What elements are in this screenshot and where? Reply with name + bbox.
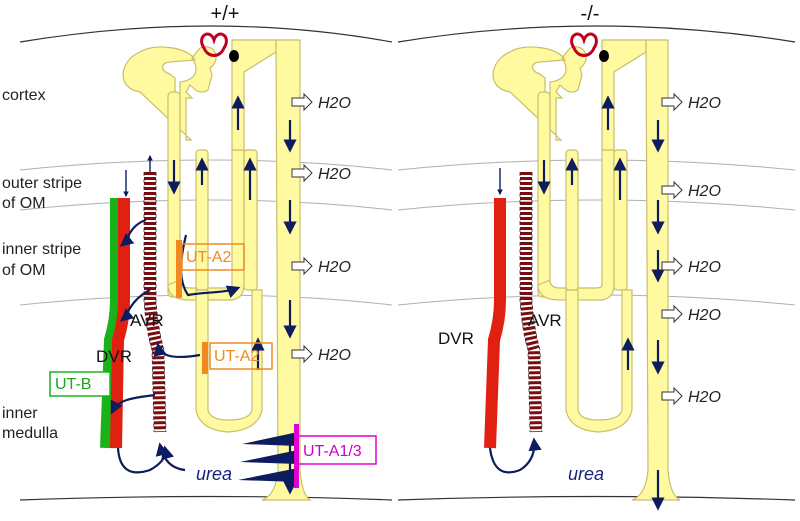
ut-a2-label-box bbox=[181, 243, 245, 271]
water-efflux-arrows bbox=[661, 92, 683, 406]
water-label: H2O bbox=[318, 95, 351, 112]
glomerulus bbox=[570, 32, 609, 62]
ut-a2-label: UT-A2 bbox=[214, 348, 259, 365]
ascending-limb-2 bbox=[243, 149, 258, 291]
water-label: H2O bbox=[688, 183, 721, 200]
ut-a13-label-box bbox=[297, 435, 377, 465]
distal-convolution bbox=[231, 39, 277, 151]
descending-vasa-recta bbox=[484, 198, 506, 449]
avr-label: AVR bbox=[528, 311, 562, 330]
water-efflux-arrows bbox=[291, 92, 313, 364]
urea-efflux-triangles bbox=[238, 432, 298, 482]
water-label: H2O bbox=[318, 259, 351, 276]
outer-stripe-boundary-line bbox=[19, 199, 393, 211]
water-label: H2O bbox=[688, 259, 721, 276]
tubule-flow-arrows bbox=[167, 95, 297, 495]
ut-a13-label: UT-A1/3 bbox=[303, 443, 362, 460]
long-loop bbox=[195, 289, 263, 433]
kidney-surface-line bbox=[397, 25, 796, 43]
cortex-boundary-line bbox=[19, 159, 393, 171]
water-label: H2O bbox=[318, 166, 351, 183]
zone-label-cortex: cortex bbox=[2, 87, 46, 104]
panel-title-wildtype: +/+ bbox=[211, 3, 240, 25]
zone-label-inner-stripe: inner stripe bbox=[2, 241, 81, 258]
ascending-vasa-recta bbox=[520, 172, 542, 433]
ascending-vasa-recta bbox=[144, 172, 166, 433]
ut-a2-transporter-bar bbox=[176, 240, 182, 298]
avr-label: AVR bbox=[130, 311, 164, 330]
dvr-label: DVR bbox=[438, 329, 474, 348]
outer-stripe-boundary-line bbox=[397, 199, 796, 211]
urea-recycling-arrows bbox=[488, 437, 542, 474]
papilla-line bbox=[19, 495, 393, 501]
ut-b-label: UT-B bbox=[55, 376, 91, 393]
ut-a2-transporter-bar bbox=[202, 342, 208, 374]
cortex-boundary-line bbox=[397, 159, 796, 171]
water-label: H2O bbox=[318, 347, 351, 364]
tubule-flow-arrows bbox=[537, 95, 665, 511]
long-loop bbox=[565, 289, 633, 433]
ascending-limb-2 bbox=[613, 149, 628, 291]
ascending-vasa-recta-outline bbox=[519, 172, 543, 433]
ut-b-label-box bbox=[49, 371, 111, 397]
panel-title-knockout: -/- bbox=[581, 3, 600, 25]
distal-convolution bbox=[601, 39, 647, 151]
knockout-panel: -/- bbox=[397, 3, 796, 511]
water-label: H2O bbox=[688, 95, 721, 112]
zone-label-outer-stripe-om: of OM bbox=[2, 195, 46, 212]
dvr-label: DVR bbox=[96, 347, 132, 366]
nephron-tubules bbox=[492, 39, 681, 501]
nephron-tubules bbox=[122, 39, 313, 501]
vessel-flow-arrows bbox=[123, 154, 153, 198]
ut-a2-label: UT-A2 bbox=[186, 249, 231, 266]
glomerulus bbox=[200, 32, 239, 62]
urea-label: urea bbox=[196, 464, 232, 484]
water-label: H2O bbox=[688, 389, 721, 406]
ut-a2-label-box bbox=[209, 342, 273, 370]
wildtype-panel: +/+ cortex outer stripe of OM inner stri… bbox=[2, 3, 393, 501]
zone-label-inner-medulla: inner bbox=[2, 405, 38, 422]
ut-a13-transporter-bar bbox=[294, 424, 299, 488]
descending-limb-short bbox=[537, 91, 551, 298]
urea-label: urea bbox=[568, 464, 604, 484]
papilla-line bbox=[397, 495, 796, 501]
zone-label-outer-stripe: outer stripe bbox=[2, 175, 82, 192]
kidney-surface-line bbox=[19, 25, 393, 43]
urea-recycling-arrows bbox=[110, 218, 241, 474]
zone-label-inner-medulla-2: medulla bbox=[2, 425, 58, 442]
water-label: H2O bbox=[688, 307, 721, 324]
zone-label-inner-stripe-om: of OM bbox=[2, 262, 46, 279]
